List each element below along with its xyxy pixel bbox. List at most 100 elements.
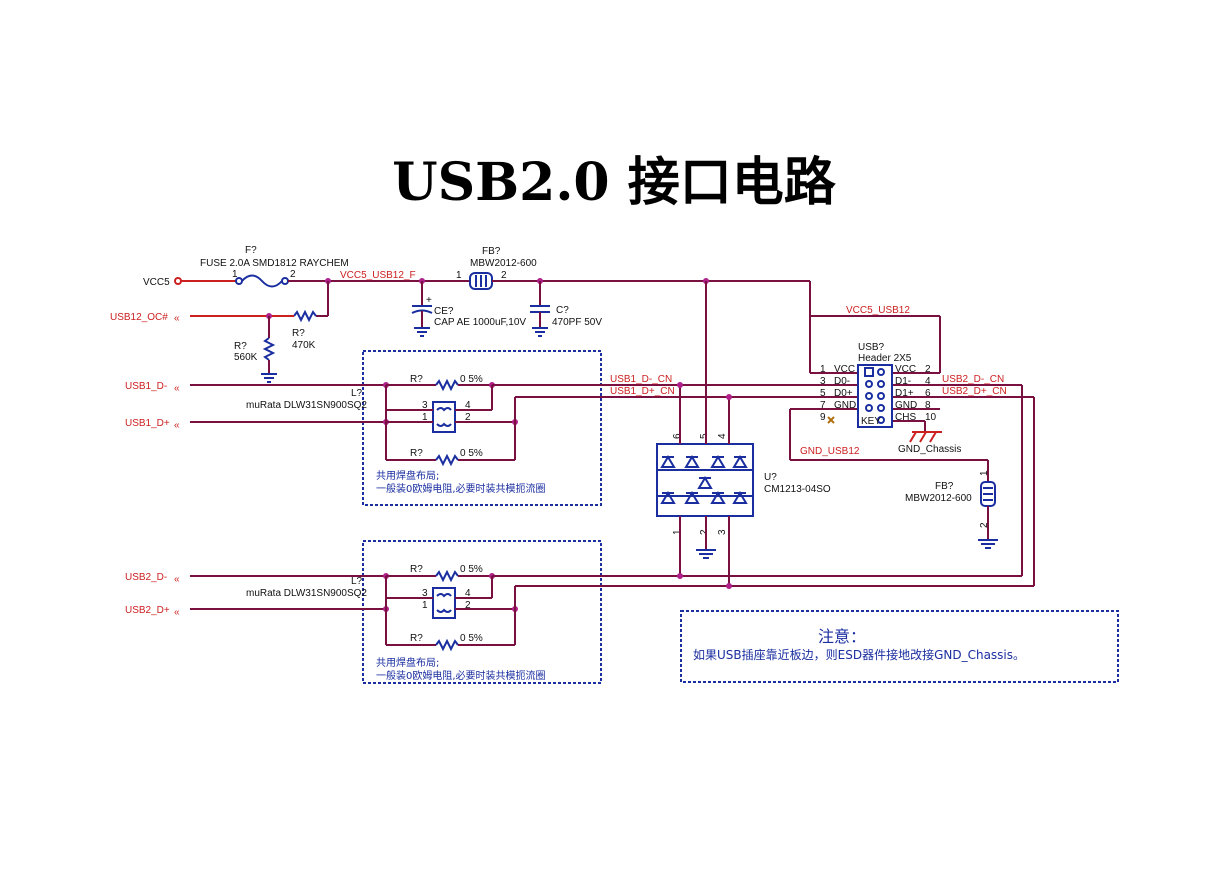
header-lpin1: 1 xyxy=(820,364,826,375)
fb1-value: MBW2012-600 xyxy=(470,258,537,269)
usb1-dm-arrow-icon: « xyxy=(174,383,180,394)
usb1-dp-arrow-icon: « xyxy=(174,420,180,431)
usb1-note-line2: 一般装0欧姆电阻,必要时装共模扼流圈 xyxy=(376,482,546,495)
usb2-choke-p2: 2 xyxy=(465,600,471,611)
usb-header: USB? Header 2X5 KEY 1 3 5 7 9 VCC D0- D0… xyxy=(820,342,937,428)
header-lpin7: 7 xyxy=(820,400,826,411)
usb1-dp-port-label: USB1_D+ xyxy=(125,418,170,429)
fb2-ref: FB? xyxy=(935,481,954,492)
ce-ref: CE? xyxy=(434,306,454,317)
usb1-choke-p2: 2 xyxy=(465,412,471,423)
net-vcc5-usb12: VCC5_USB12 xyxy=(846,305,910,316)
net-vcc5-usb12-f: VCC5_USB12_F xyxy=(340,270,416,281)
header-rpin4: 4 xyxy=(925,376,931,387)
usb2-choke-p1: 1 xyxy=(422,600,428,611)
notice-title: 注意： xyxy=(818,627,867,646)
usb2-choke-p3: 3 xyxy=(422,588,428,599)
c-value: 470PF 50V xyxy=(552,317,602,328)
header-rname10: CHS xyxy=(895,412,916,423)
usb1-choke-p4: 4 xyxy=(465,400,471,411)
header-lpin3: 3 xyxy=(820,376,826,387)
usb2-common-mode-choke: L? muRata DLW31SN900SQ2 3 4 1 2 xyxy=(246,576,515,619)
esd-value: CM1213-04SO xyxy=(764,484,831,495)
fb2-pin2: 2 xyxy=(979,522,990,528)
esd-pin6: 6 xyxy=(672,433,683,439)
usb2-rbot-value: 0 5% xyxy=(460,633,483,644)
esd-pin5: 5 xyxy=(699,433,710,439)
usb1-rtop-value: 0 5% xyxy=(460,374,483,385)
header-rpin8: 8 xyxy=(925,400,931,411)
net-usb1-dp-cn: USB1_D+_CN xyxy=(610,386,675,397)
chassis-ground-icon xyxy=(909,431,942,443)
fuse-pin2: 2 xyxy=(290,269,296,280)
usb1-choke-p1: 1 xyxy=(422,412,428,423)
usb1-choke-value: muRata DLW31SN900SQ2 xyxy=(246,400,367,411)
usb1-dm-port-label: USB1_D- xyxy=(125,381,167,392)
fb1-pin2: 2 xyxy=(501,270,507,281)
esd-pin3: 3 xyxy=(717,529,728,535)
fuse-pin1: 1 xyxy=(232,269,238,280)
header-ref: USB? xyxy=(858,342,885,353)
usb1-r-bottom: R? 0 5% xyxy=(386,422,516,467)
usb2-dp-port-label: USB2_D+ xyxy=(125,605,170,616)
ferrite-bead-1: FB? MBW2012-600 1 2 xyxy=(456,246,537,290)
usb2-choke-ref: L? xyxy=(351,576,363,587)
header-value: Header 2X5 xyxy=(858,353,912,364)
usb1-rtop-ref: R? xyxy=(410,374,423,385)
usb12-oc-port-label: USB12_OC# xyxy=(110,312,168,323)
usb2-rbot-ref: R? xyxy=(410,633,423,644)
fuse: F? FUSE 2.0A SMD1812 RAYCHEM 1 2 xyxy=(200,245,349,288)
r470-ref: R? xyxy=(292,328,305,339)
header-lname5: D0+ xyxy=(834,388,853,399)
r470-value: 470K xyxy=(292,340,316,351)
notice-box xyxy=(680,610,1119,683)
usb1-rbot-ref: R? xyxy=(410,448,423,459)
usb2-rtop-ref: R? xyxy=(410,564,423,575)
notice-text: 如果USB插座靠近板边，则ESD器件接地改接GND_Chassis。 xyxy=(693,648,1026,662)
header-key: KEY xyxy=(861,416,881,427)
usb2-r-bottom: R? 0 5% xyxy=(386,586,516,652)
vcc5-port-icon xyxy=(174,277,182,285)
fb2-pin1: 1 xyxy=(979,470,990,476)
no-connect-icon xyxy=(827,416,835,424)
vcc5-port-label: VCC5 xyxy=(143,277,170,288)
header-rpin2: 2 xyxy=(925,364,931,375)
usb1-rbot-value: 0 5% xyxy=(460,448,483,459)
usb1-choke-ref: L? xyxy=(351,388,363,399)
header-rname2: VCC xyxy=(895,364,916,375)
usb2-choke-value: muRata DLW31SN900SQ2 xyxy=(246,588,367,599)
r560-ref: R? xyxy=(234,341,247,352)
r560-value: 560K xyxy=(234,352,258,363)
header-rname6: D1+ xyxy=(895,388,914,399)
fb2-value: MBW2012-600 xyxy=(905,493,972,504)
resistor-560k: R? 560K xyxy=(234,316,277,383)
fb1-pin1: 1 xyxy=(456,270,462,281)
header-lpin5: 5 xyxy=(820,388,826,399)
ce-plus: + xyxy=(426,295,432,306)
usb1-choke-box xyxy=(362,350,602,506)
usb2-note-line1: 共用焊盘布局; xyxy=(376,656,439,669)
capacitor-c: C? 470PF 50V xyxy=(530,281,602,337)
usb2-dm-port-label: USB2_D- xyxy=(125,572,167,583)
header-lname3: D0- xyxy=(834,376,850,387)
fuse-value: FUSE 2.0A SMD1812 RAYCHEM xyxy=(200,258,349,269)
header-rname4: D1- xyxy=(895,376,911,387)
usb1-r-top: R? 0 5% xyxy=(386,374,492,392)
esd-pin1: 1 xyxy=(672,529,683,535)
esd-pin4: 4 xyxy=(717,433,728,439)
net-usb1-dm-cn: USB1_D-_CN xyxy=(610,374,672,385)
usb2-choke-p4: 4 xyxy=(465,588,471,599)
usb2-r-top: R? 0 5% xyxy=(386,564,492,583)
header-lpin9: 9 xyxy=(820,412,826,423)
fb1-ref: FB? xyxy=(482,246,501,257)
usb2-dm-arrow-icon: « xyxy=(174,574,180,585)
esd-ref: U? xyxy=(764,472,777,483)
net-gnd-chassis: GND_Chassis xyxy=(898,444,961,455)
ferrite-bead-2: FB? MBW2012-600 1 2 xyxy=(905,470,996,528)
usb1-choke-p3: 3 xyxy=(422,400,428,411)
usb2-rtop-value: 0 5% xyxy=(460,564,483,575)
usb12-oc-arrow-icon: « xyxy=(174,313,180,324)
net-usb2-dm-cn: USB2_D-_CN xyxy=(942,374,1004,385)
header-lname7: GND xyxy=(834,400,856,411)
